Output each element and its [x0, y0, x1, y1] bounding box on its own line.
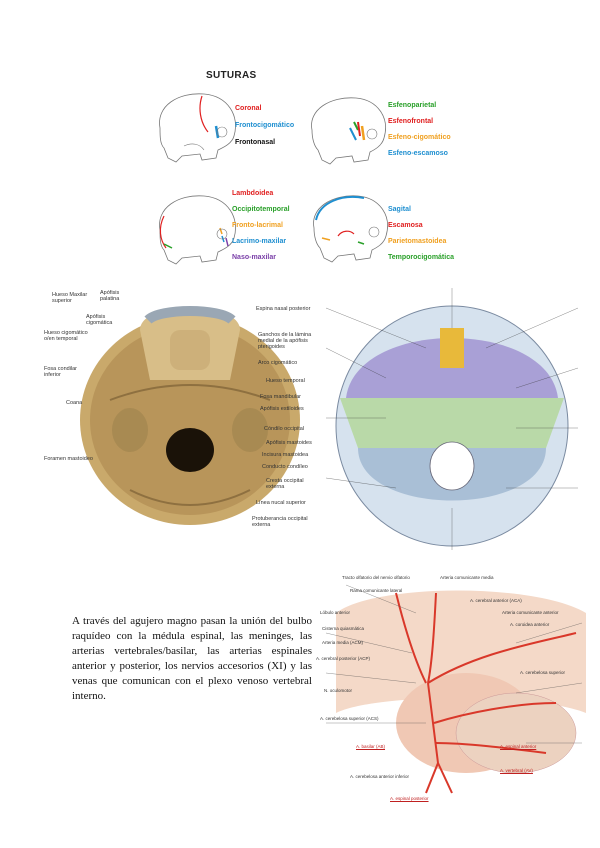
photo-label: Cresta occipital externa [266, 478, 304, 490]
photo-label: Foramen mastoideo [44, 456, 93, 462]
suture-label-nasomaxilar: Naso-maxilar [232, 254, 276, 261]
suture-label-frontocigomatico: Frontocigomático [235, 122, 295, 129]
photo-label: Espina nasal posterior [256, 306, 311, 312]
cerebral-arteries-diagram [316, 573, 592, 801]
vessel-label: Arteria media (ACM) [322, 640, 364, 645]
photo-label: Apófisis palatina [100, 290, 120, 302]
suture-label-coronal: Coronal [235, 105, 262, 112]
vessel-label-underlined: A. espinal anterior [500, 744, 537, 749]
suture-label-frontonasal: Frontonasal [235, 139, 276, 146]
photo-label: Cóndilo occipital [264, 426, 305, 432]
photo-label: Fosa condilar inferior [44, 366, 78, 378]
foramen-magnum-paragraph: A través del agujero magno pasan la unió… [72, 615, 312, 702]
photo-label: Arco cigomático [258, 360, 298, 366]
suture-label-lambdoidea: Lambdoidea [232, 190, 274, 197]
photo-label: Protuberancia occipital externa [252, 516, 308, 528]
photo-label: Apófisis estiloides [260, 406, 304, 412]
suture-label-occipitotemporal: Occipitotemporal [232, 206, 290, 213]
vessel-label-underlined: A. espinal posterior [390, 796, 429, 801]
vessel-label: Arteria comunicante media [440, 575, 494, 580]
page-title: SUTURAS [206, 70, 257, 81]
photo-label: Incisura mastoidea [262, 452, 309, 458]
suture-label-frontolacrimal: Fronto-lacrimal [232, 222, 283, 229]
photo-label: Línea nucal superior [256, 500, 306, 506]
vessel-label-underlined: A. vertebral (AV) [500, 768, 533, 773]
skull-lateral-bottom-right [313, 195, 388, 263]
photo-label: Ganchos de la lámina medial de la apófis… [258, 332, 312, 350]
suture-label-sagital: Sagital [388, 206, 411, 213]
photo-label: Apófisis cigomática [86, 314, 113, 326]
suture-label-lacrimomaxilar: Lacrimo-maxilar [232, 238, 287, 245]
vessel-label: Tracto olfatorio del nervio olfatorio [342, 575, 410, 580]
photo-label: Coana [66, 400, 83, 406]
vessel-label: A. cerebelosa superior [520, 670, 566, 675]
vessel-label: A. coroidea anterior [510, 622, 550, 627]
suture-label-temporocigomatica: Temporocigomática [388, 254, 454, 261]
suture-label-esfenoescamoso: Esfeno-escamoso [388, 150, 448, 157]
vessel-label: A. cerebral posterior (ACP) [316, 656, 371, 661]
vessel-label: A. cerebelosa anterior inferior [350, 774, 410, 779]
skull-base-photo [80, 306, 300, 525]
suture-label-esfenocigomatico: Esfeno-cigomático [388, 134, 451, 141]
photo-label: Hueso cigomático o/en temporal [44, 330, 88, 342]
skull-lateral-top-right [311, 97, 386, 165]
suture-label-esfenoparietal: Esfenoparietal [388, 102, 437, 109]
vessel-label-underlined: A. basilar (AB) [356, 744, 386, 749]
suture-label-escamosa: Escamosa [388, 222, 423, 229]
vessel-label: N. oculomotor [324, 688, 353, 693]
vessel-label: Cisterna quiasmática [322, 626, 365, 631]
photo-label: Apófisis mastoides [266, 440, 312, 446]
skull-lateral-top-left [159, 93, 236, 163]
photo-label: Conducto condíleo [262, 464, 308, 470]
vessel-label: Lóbulo anterior [320, 610, 351, 615]
internal-skull-base-diagram [326, 288, 578, 550]
vessel-label: Arteria comunicante anterior [502, 610, 559, 615]
photo-label: Fosa mandibular [260, 394, 301, 400]
skull-lateral-bottom-left [159, 195, 236, 265]
photo-label: Hueso temporal [266, 378, 305, 384]
vessel-label: A. cerebelosa superior (ACS) [320, 716, 379, 721]
photo-label: Hueso Maxilar superior [52, 292, 88, 304]
vessel-label: Rama comunicante lateral [350, 588, 403, 593]
suture-label-parietomastoidea: Parietomastoidea [388, 238, 447, 245]
suture-label-esfenofrontal: Esfenofrontal [388, 118, 434, 125]
vessel-label: A. cerebral anterior (ACA) [470, 598, 522, 603]
